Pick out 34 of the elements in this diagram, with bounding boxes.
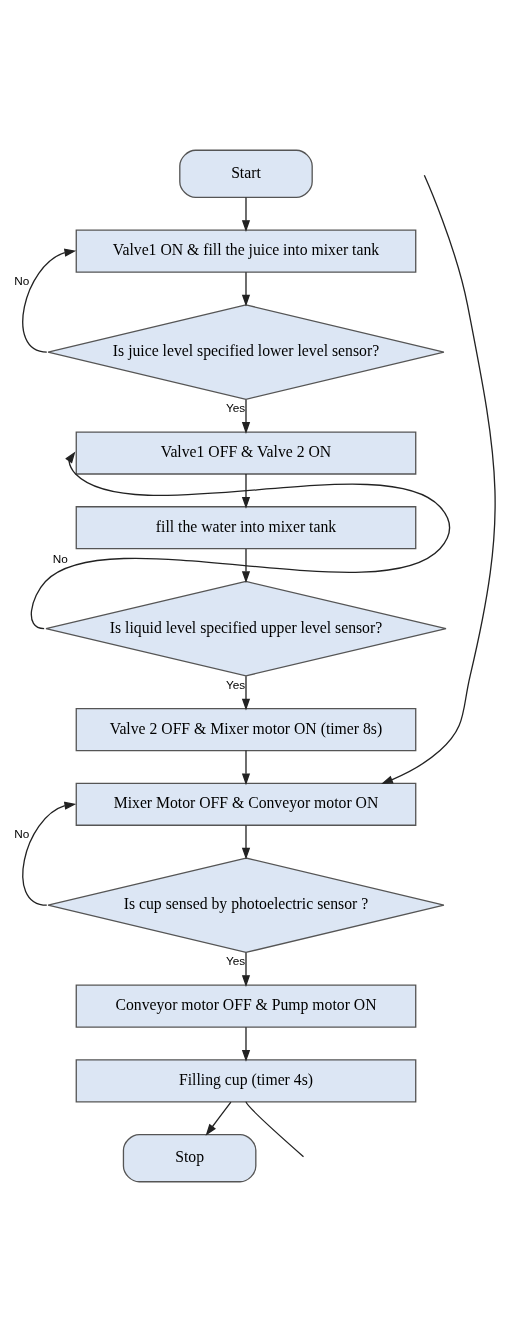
arrow [241,547,251,583]
edge-label: No [14,273,30,287]
node-box: Conveyor motor OFF & Pump motor ON [75,984,417,1028]
arrow [30,450,451,629]
arrow [381,174,496,784]
node-diamond: Is cup sensed by photoelectric sensor ? [47,856,445,953]
edge-label: No [14,826,30,840]
arrow [241,1025,251,1062]
arrow [241,196,251,232]
node-box: Valve1 ON & fill the juice into mixer tank [75,229,417,273]
arrow [241,271,251,306]
node-diamond: Is liquid level specified upper level sensor? [45,580,447,676]
node-box: Valve 2 OFF & Mixer motor ON (timer 8s) [75,707,417,751]
node-box: Mixer Motor OFF & Conveyor motor ON [75,782,417,826]
node-diamond: Is juice level specified lower level sensor? [47,303,445,400]
arrow [241,749,251,785]
node-box: Valve1 OFF & Valve 2 ON [75,430,417,475]
edge-label: Yes [225,677,246,691]
arrow [241,472,251,509]
arrow [241,951,251,987]
arrow [205,1101,232,1136]
node-box: Start [179,149,313,198]
edge-label: Yes [225,953,246,967]
node-box: fill the water into mixer tank [75,505,417,549]
edge-label: Yes [225,400,246,414]
node-box: Filling cup (timer 4s) [75,1058,417,1102]
node-box: Stop [122,1133,257,1182]
arrow [241,398,251,434]
arrow [241,675,251,710]
edge-label: No [52,551,68,565]
connector [245,1100,305,1157]
arrow [241,824,251,860]
arrow [22,248,77,353]
arrow [22,801,77,906]
